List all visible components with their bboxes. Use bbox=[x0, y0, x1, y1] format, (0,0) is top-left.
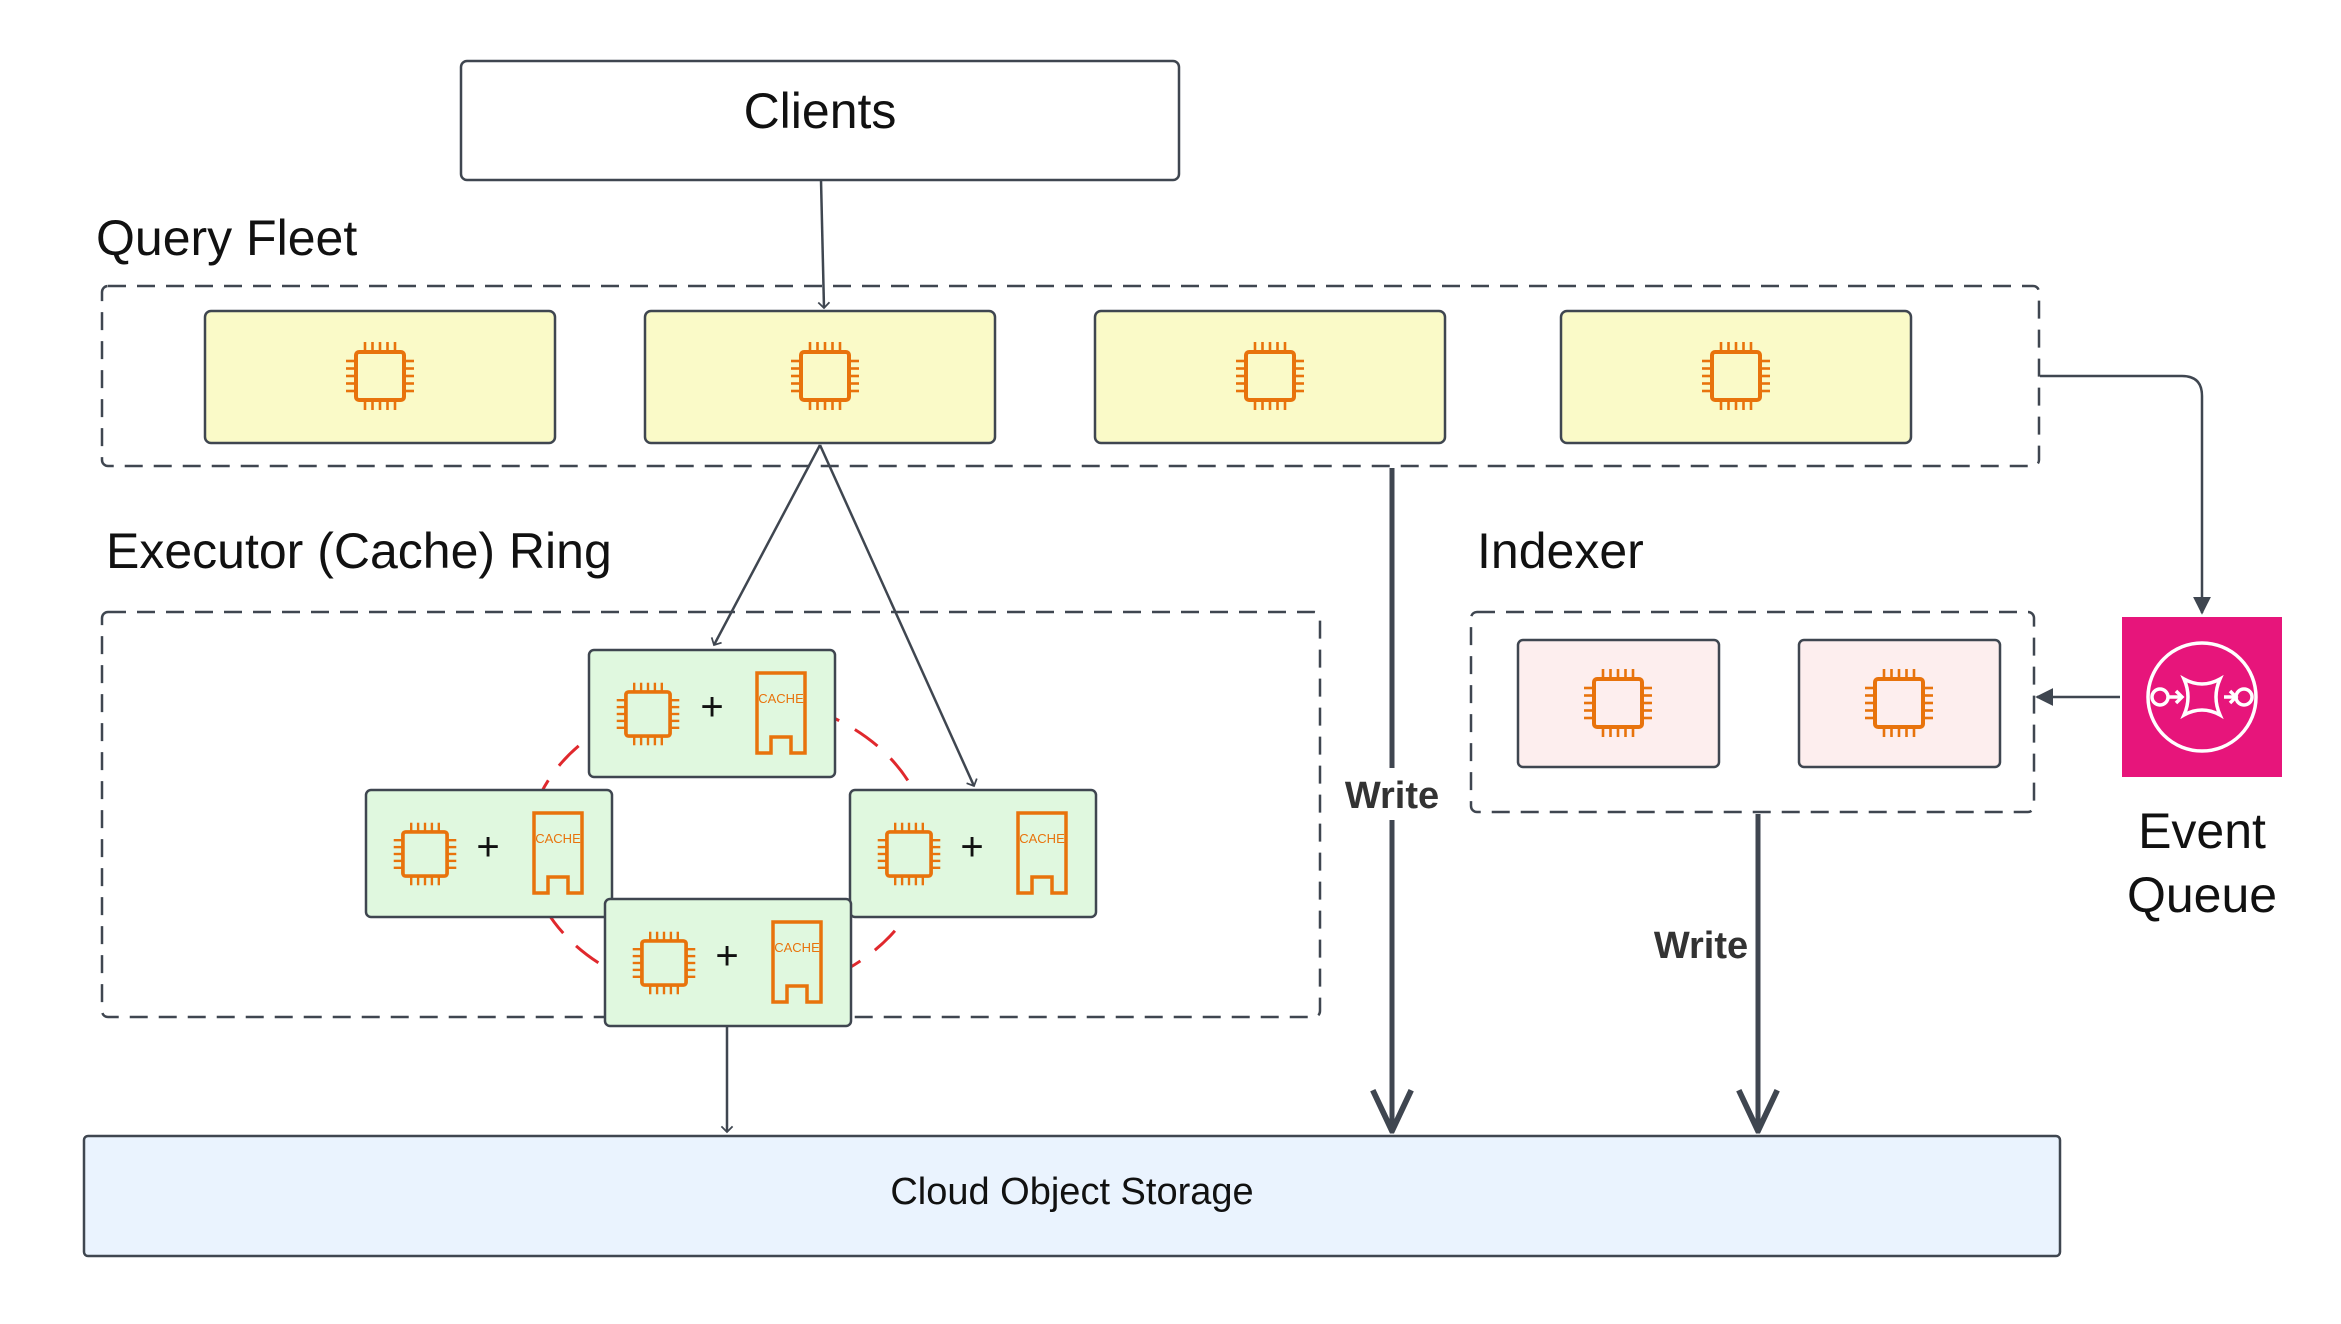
event-queue-label-line1: Event bbox=[2138, 803, 2266, 859]
plus-sign: + bbox=[700, 685, 723, 729]
cache-icon-label: CACHE bbox=[1019, 831, 1065, 846]
executor-node: + CACHE bbox=[603, 897, 853, 1028]
cloud-storage-label: Cloud Object Storage bbox=[890, 1171, 1253, 1213]
clients-box bbox=[459, 59, 1181, 182]
write-label: Write bbox=[1345, 775, 1439, 817]
cache-icon-label: CACHE bbox=[774, 940, 820, 955]
edge-query-to-executor-top bbox=[710, 444, 822, 647]
query-fleet-group bbox=[100, 284, 2041, 468]
write-label: Write bbox=[1654, 925, 1748, 967]
cloud-storage-box bbox=[82, 1134, 2062, 1258]
indexer-title: Indexer bbox=[1477, 523, 1644, 579]
executor-ring-title: Executor (Cache) Ring bbox=[106, 523, 612, 579]
plus-sign: + bbox=[476, 825, 499, 869]
query-fleet-title: Query Fleet bbox=[96, 210, 357, 266]
edge-clients-to-query bbox=[817, 179, 831, 310]
event-queue-node bbox=[2122, 617, 2282, 777]
query-node bbox=[643, 309, 997, 445]
plus-sign: + bbox=[960, 825, 983, 869]
executor-node: + CACHE bbox=[587, 648, 837, 779]
query-node bbox=[1093, 309, 1447, 445]
edge-query-to-event-queue bbox=[2040, 374, 2211, 615]
event-queue-label-line2: Queue bbox=[2127, 867, 2277, 923]
cache-icon-label: CACHE bbox=[535, 831, 581, 846]
cache-icon-label: CACHE bbox=[758, 691, 804, 706]
executor-node: + CACHE bbox=[364, 788, 614, 919]
edge-query-to-executor-right bbox=[818, 444, 978, 788]
clients-label: Clients bbox=[744, 83, 897, 139]
query-node bbox=[1559, 309, 1913, 445]
executor-node: + CACHE bbox=[848, 788, 1098, 919]
indexer-group bbox=[1469, 610, 2036, 814]
plus-sign: + bbox=[715, 934, 738, 978]
query-node bbox=[203, 309, 557, 445]
queue-icon bbox=[2146, 641, 2258, 753]
write-label-bg bbox=[1335, 768, 1449, 820]
indexer-node bbox=[1516, 638, 1721, 769]
write-label-bg bbox=[1650, 922, 1750, 972]
indexer-node bbox=[1797, 638, 2002, 769]
